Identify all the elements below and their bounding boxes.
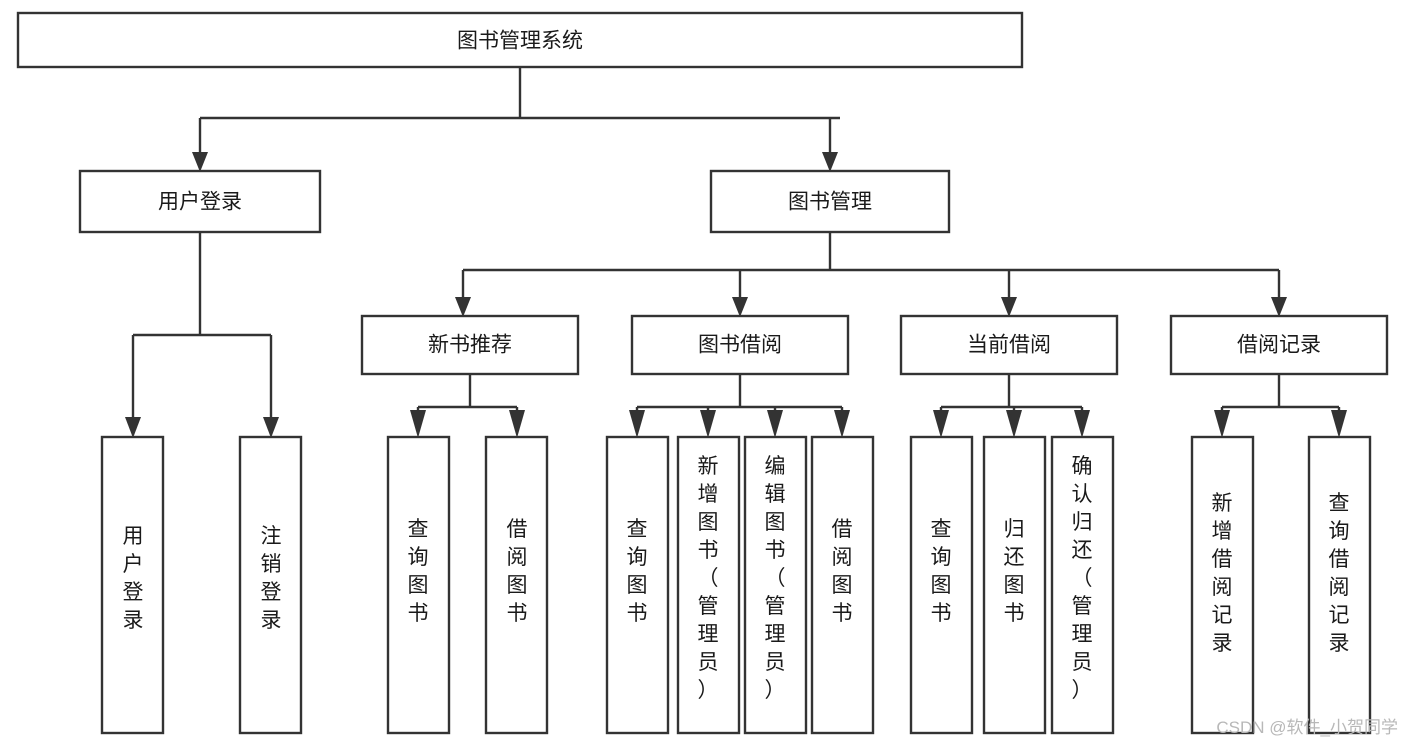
node-leaf-add-record-label: 新增借阅记录 — [1212, 492, 1233, 655]
node-leaf-query-book-2[interactable]: 查询图书 — [605, 435, 670, 735]
leaf-node-group: 用户登录 注销登录 查询图书 借阅图书 查询图书 新增图书（管理员） 编辑图书（… — [100, 435, 1372, 735]
node-leaf-user-login-label: 用户登录 — [123, 525, 144, 632]
node-leaf-confirm-return-label: 确认归还（管理员） — [1072, 455, 1093, 702]
arrowhead-user-login — [192, 152, 208, 172]
node-leaf-add-book-box — [676, 435, 741, 735]
node-leaf-user-login[interactable]: 用户登录 — [100, 435, 165, 735]
node-leaf-logout[interactable]: 注销登录 — [238, 435, 303, 735]
arrowhead-leaf-add-book — [700, 410, 716, 438]
node-root-box — [16, 11, 1024, 69]
arrowhead-leaf-confirm-return — [1074, 410, 1090, 438]
node-book-management-box — [709, 169, 951, 234]
arrowhead-leaf-borrow-book-2 — [834, 410, 850, 438]
node-borrow-record-box — [1169, 314, 1389, 376]
node-leaf-add-record-box — [1190, 435, 1255, 735]
node-leaf-confirm-return-box — [1050, 435, 1115, 735]
node-book-management[interactable]: 图书管理 — [709, 169, 951, 234]
arrowhead-leaf-query-record — [1331, 410, 1347, 438]
node-book-management-label: 图书管理 — [788, 191, 872, 214]
arrowhead-leaf-borrow-book-1 — [509, 410, 525, 438]
node-leaf-query-record-box — [1307, 435, 1372, 735]
node-leaf-confirm-return[interactable]: 确认归还（管理员） — [1050, 435, 1115, 735]
node-leaf-borrow-book-2-label: 借阅图书 — [832, 518, 853, 625]
node-current-borrow[interactable]: 当前借阅 — [899, 314, 1119, 376]
node-leaf-logout-box — [238, 435, 303, 735]
node-leaf-return-book[interactable]: 归还图书 — [982, 435, 1047, 735]
node-leaf-query-book-2-label: 查询图书 — [627, 518, 648, 625]
node-leaf-add-book[interactable]: 新增图书（管理员） — [676, 435, 741, 735]
node-new-book-recommend[interactable]: 新书推荐 — [360, 314, 580, 376]
node-leaf-add-record[interactable]: 新增借阅记录 — [1190, 435, 1255, 735]
node-leaf-edit-book-label: 编辑图书（管理员） — [765, 455, 786, 702]
node-leaf-query-book-1[interactable]: 查询图书 — [386, 435, 451, 735]
node-user-login-label: 用户登录 — [158, 191, 242, 214]
node-leaf-query-book-1-label: 查询图书 — [408, 518, 429, 625]
node-leaf-borrow-book-1-label: 借阅图书 — [507, 518, 528, 625]
arrowhead-borrow-record — [1271, 297, 1287, 317]
arrowhead-current-borrow — [1001, 297, 1017, 317]
node-leaf-query-book-2-box — [605, 435, 670, 735]
arrowhead-leaf-return-book — [1006, 410, 1022, 438]
arrowhead-leaf-user-login — [125, 417, 141, 438]
arrowhead-leaf-add-record — [1214, 410, 1230, 438]
arrowhead-leaf-query-book-2 — [629, 410, 645, 438]
arrowhead-new-book-recommend — [455, 297, 471, 317]
arrowhead-leaf-query-book-3 — [933, 410, 949, 438]
arrowhead-leaf-logout — [263, 417, 279, 438]
node-leaf-edit-book-box — [743, 435, 808, 735]
node-book-borrow-box — [630, 314, 850, 376]
node-borrow-record[interactable]: 借阅记录 — [1169, 314, 1389, 376]
node-leaf-borrow-book-1[interactable]: 借阅图书 — [484, 435, 549, 735]
node-borrow-record-label: 借阅记录 — [1237, 334, 1321, 357]
node-root-label: 图书管理系统 — [457, 30, 583, 53]
arrowhead-leaf-edit-book — [767, 410, 783, 438]
csdn-watermark: CSDN @软件_小贺同学 — [1216, 718, 1398, 737]
connector-layer — [125, 67, 1347, 438]
arrowhead-book-management — [822, 152, 838, 172]
node-root[interactable]: 图书管理系统 — [16, 11, 1024, 69]
node-leaf-logout-label: 注销登录 — [261, 525, 282, 632]
node-book-borrow-label: 图书借阅 — [698, 334, 782, 357]
node-user-login-box — [78, 169, 322, 234]
node-book-borrow[interactable]: 图书借阅 — [630, 314, 850, 376]
arrowhead-leaf-query-book-1 — [410, 410, 426, 438]
node-leaf-borrow-book-2-box — [810, 435, 875, 735]
node-leaf-query-book-1-box — [386, 435, 451, 735]
node-leaf-query-book-3-label: 查询图书 — [931, 518, 952, 625]
node-leaf-return-book-label: 归还图书 — [1004, 518, 1025, 625]
node-new-book-recommend-box — [360, 314, 580, 376]
node-leaf-query-book-3-box — [909, 435, 974, 735]
node-leaf-borrow-book-2[interactable]: 借阅图书 — [810, 435, 875, 735]
node-leaf-query-book-3[interactable]: 查询图书 — [909, 435, 974, 735]
node-leaf-query-record[interactable]: 查询借阅记录 — [1307, 435, 1372, 735]
arrowhead-book-borrow — [732, 297, 748, 317]
node-current-borrow-label: 当前借阅 — [967, 334, 1051, 357]
node-current-borrow-box — [899, 314, 1119, 376]
node-leaf-add-book-label: 新增图书（管理员） — [698, 455, 719, 702]
node-leaf-query-record-label: 查询借阅记录 — [1329, 492, 1350, 655]
node-leaf-return-book-box — [982, 435, 1047, 735]
node-leaf-borrow-book-1-box — [484, 435, 549, 735]
node-leaf-edit-book[interactable]: 编辑图书（管理员） — [743, 435, 808, 735]
node-user-login[interactable]: 用户登录 — [78, 169, 322, 234]
node-leaf-user-login-box — [100, 435, 165, 735]
node-new-book-recommend-label: 新书推荐 — [428, 334, 512, 357]
